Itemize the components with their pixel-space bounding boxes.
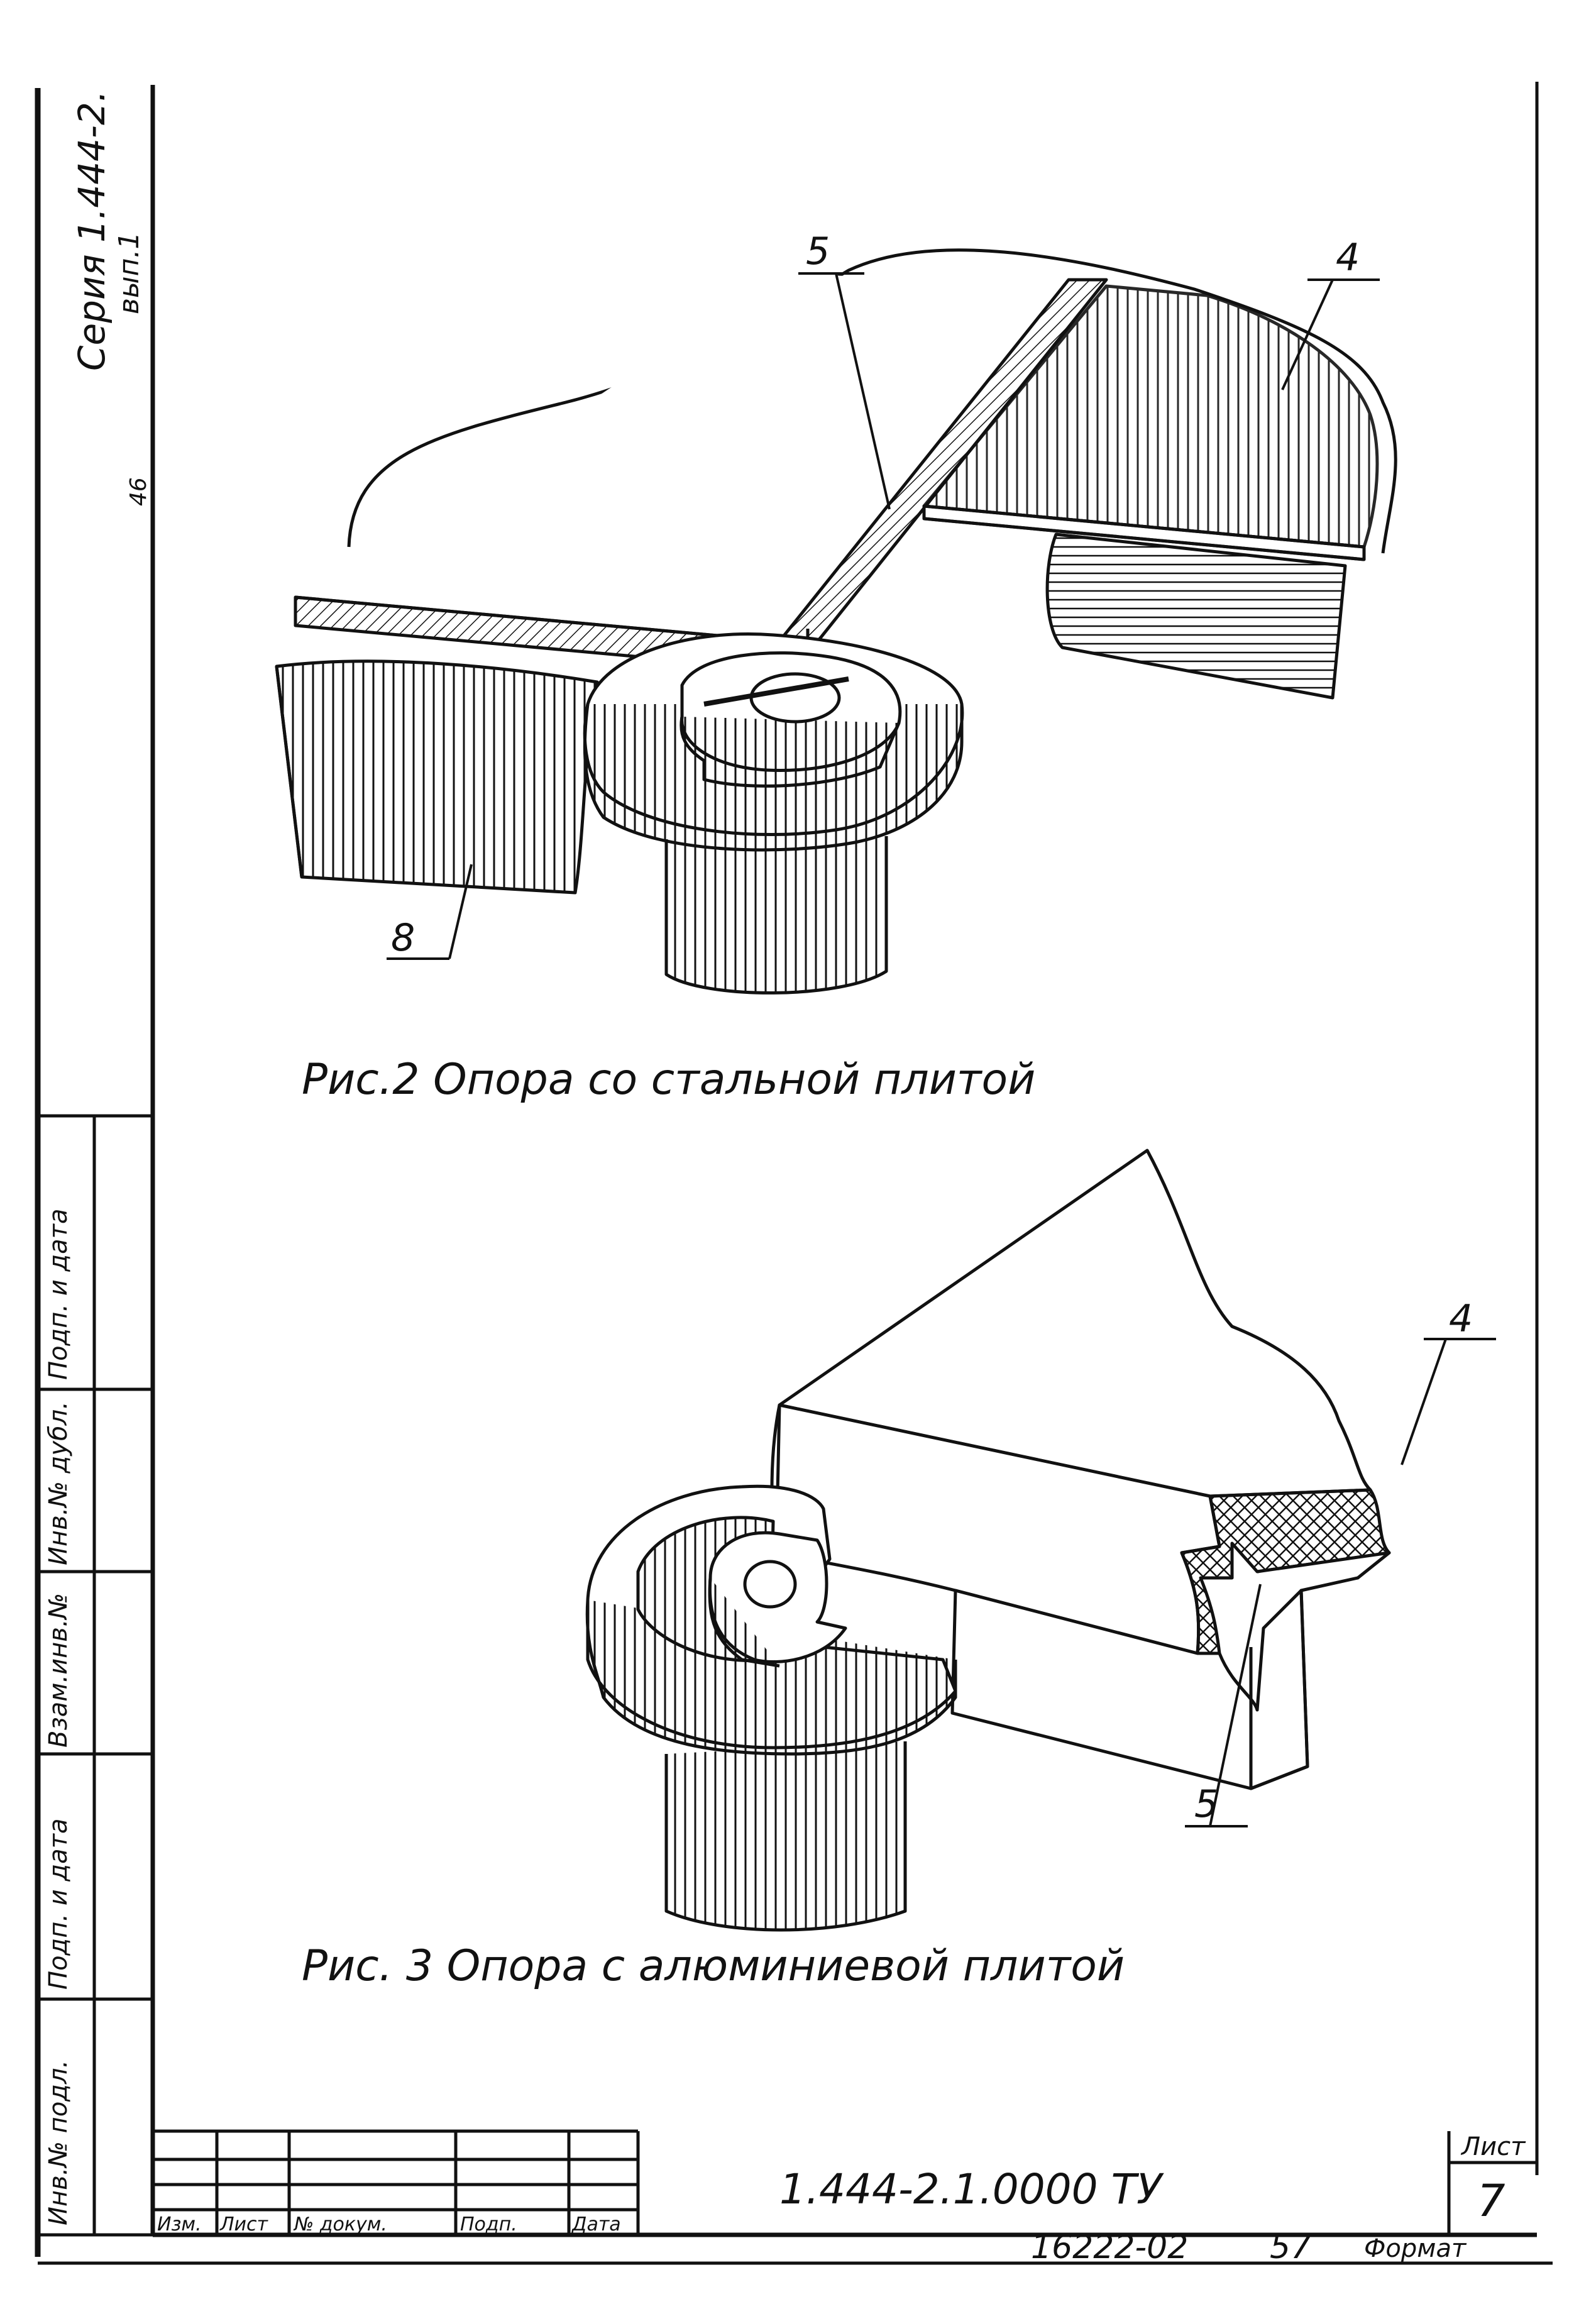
side-stamp-vzam-inv: Взам.инв.№: [44, 1592, 73, 1748]
figure3-leaders: [1185, 1338, 1496, 1827]
side-stamp-column: [38, 1114, 153, 2237]
figure3-callout-5: 5: [1194, 1782, 1218, 1826]
title-block-designation: 1.444-2.1.0000 ТУ: [779, 2165, 1164, 2213]
title-block-copies: 57: [1270, 2229, 1311, 2266]
title-block-format: Формат: [1364, 2234, 1467, 2263]
title-block-sheet-number: 7: [1477, 2175, 1505, 2227]
side-series: Серия 1.444-2.: [70, 90, 113, 371]
title-block-order: 16222-02: [1031, 2229, 1188, 2266]
figure2-callout-4: 4: [1336, 236, 1360, 280]
figure3-callout-4: 4: [1449, 1297, 1473, 1341]
side-stamp-inv-podl: Инв.№ подл.: [44, 2059, 73, 2225]
side-issue: вып.1: [113, 231, 145, 314]
title-block-col-list: Лист: [219, 2213, 269, 2235]
side-stamp-podp-data-1: Подп. и дата: [44, 1818, 73, 1990]
title-block-col-date: Дата: [571, 2213, 621, 2235]
figure2-drawing: [275, 248, 1397, 995]
figure2-callout-8: 8: [391, 916, 415, 960]
sheet-frame: [35, 82, 1553, 2265]
title-block-col-sign: Подп.: [460, 2213, 517, 2235]
title-block-grid: [153, 2129, 1537, 2235]
side-stamp-inv-dubl: Инв.№ дубл.: [44, 1401, 73, 1565]
figure2-leaders: [387, 272, 1380, 960]
side-page-number: 46: [126, 477, 151, 506]
figure2-caption: Рис.2 Опора со стальной плитой: [302, 1055, 1035, 1105]
title-block-col-doc: № докум.: [293, 2213, 387, 2235]
figure2-callout-5: 5: [806, 229, 830, 273]
figure3-drawing: [585, 1149, 1391, 1932]
side-stamp-podp-data-2: Подп. и дата: [44, 1208, 73, 1380]
title-block-col-izm: Изм.: [157, 2213, 202, 2235]
title-block-sheet-label: Лист: [1460, 2132, 1526, 2161]
figure3-caption: Рис. 3 Опора с алюминиевой плитой: [302, 1941, 1125, 1991]
